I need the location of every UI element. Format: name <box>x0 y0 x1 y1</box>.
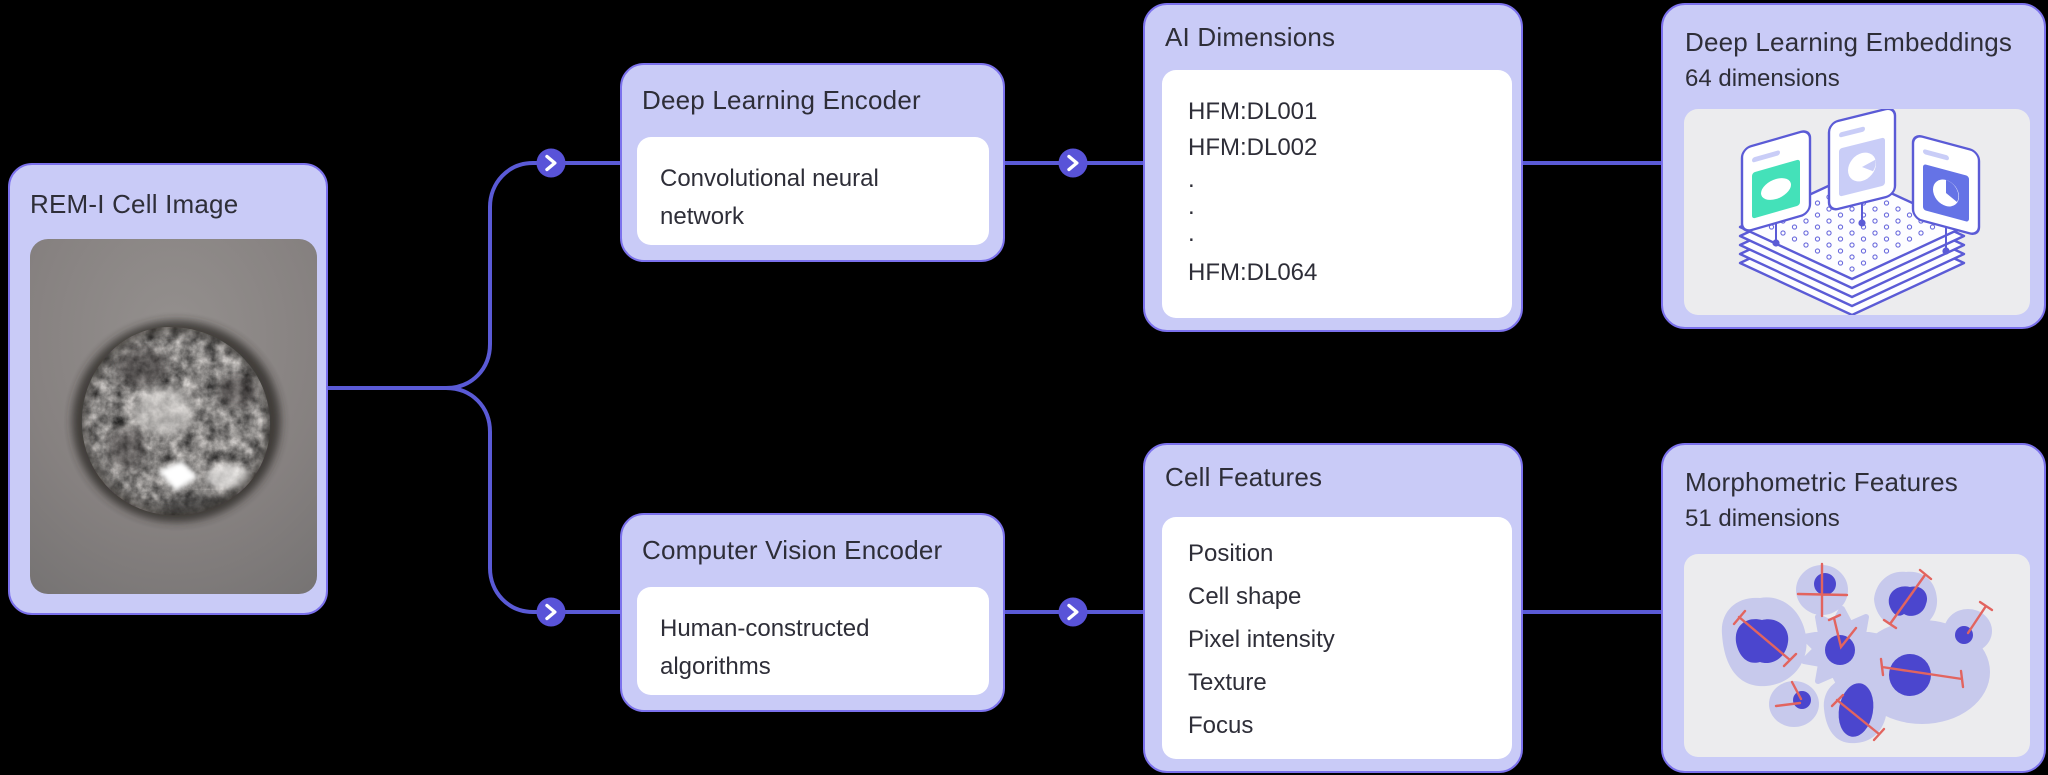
arrow-nodes <box>536 148 1088 627</box>
node-body-box: Human-constructed algorithms <box>637 587 989 695</box>
edge-cellimage-dlencoder <box>445 161 620 390</box>
node-dl-encoder: Deep Learning Encoder Convolutional neur… <box>620 63 1005 262</box>
cell-micrograph-image <box>30 239 317 594</box>
node-body-box: HFM:DL001 HFM:DL002 . . . HFM:DL064 <box>1162 70 1512 318</box>
ellipsis-dot: . <box>1188 166 1195 193</box>
node-body-text: Human-constructed algorithms <box>660 615 870 680</box>
node-morphometric: Morphometric Features 51 dimensions <box>1661 443 2046 773</box>
dimension-count: 51 dimensions <box>1685 505 1840 532</box>
list-item: Focus <box>1188 712 1254 739</box>
node-cell-image: REM-I Cell Image <box>8 163 328 615</box>
node-body-box: Convolutional neural network <box>637 137 989 245</box>
node-title: Deep Learning Embeddings <box>1685 27 2013 57</box>
node-title: REM-I Cell Image <box>30 189 239 219</box>
list-item: Position <box>1188 540 1274 567</box>
node-cell-features: Cell Features Position Cell shape Pixel … <box>1143 443 1523 773</box>
edge-cellimage-cvencoder <box>445 386 620 614</box>
list-item: Pixel intensity <box>1188 626 1335 653</box>
ellipsis-dot: . <box>1188 220 1195 247</box>
node-title: Morphometric Features <box>1685 467 1958 497</box>
measured-cells-icon <box>1684 554 2030 757</box>
measurement-lines <box>1732 562 1994 742</box>
node-title: Deep Learning Encoder <box>642 85 921 115</box>
chevron-right-icon <box>536 148 566 178</box>
chevron-right-icon <box>1058 597 1088 627</box>
node-ai-dimensions: AI Dimensions HFM:DL001 HFM:DL002 . . . … <box>1143 3 1523 332</box>
ellipsis-dot: . <box>1188 193 1195 220</box>
list-item: HFM:DL064 <box>1188 259 1318 286</box>
node-cv-encoder: Computer Vision Encoder Human-constructe… <box>620 513 1005 712</box>
embedding-stack-icon <box>1684 109 2030 315</box>
screen-teal-icon <box>1740 130 1812 232</box>
node-body-box: Position Cell shape Pixel intensity Text… <box>1162 517 1512 759</box>
dimension-list: HFM:DL001 HFM:DL002 . . . HFM:DL064 <box>1188 94 1512 291</box>
feature-list: Position Cell shape Pixel intensity Text… <box>1188 532 1512 747</box>
node-dl-embeddings: Deep Learning Embeddings 64 dimensions <box>1661 3 2046 329</box>
list-item: HFM:DL002 <box>1188 134 1318 161</box>
chevron-right-icon <box>536 597 566 627</box>
node-body-text: Convolutional neural network <box>660 165 879 230</box>
node-title: Cell Features <box>1165 462 1323 492</box>
screen-chart-icon <box>1827 109 1897 211</box>
list-item: Texture <box>1188 669 1267 696</box>
screen-pie-icon <box>1911 135 1981 235</box>
dimension-count: 64 dimensions <box>1685 65 1840 92</box>
chevron-right-icon <box>1058 148 1088 178</box>
list-item: Cell shape <box>1188 583 1302 610</box>
node-title: AI Dimensions <box>1165 22 1336 52</box>
list-item: HFM:DL001 <box>1188 98 1318 125</box>
node-title: Computer Vision Encoder <box>642 535 943 565</box>
